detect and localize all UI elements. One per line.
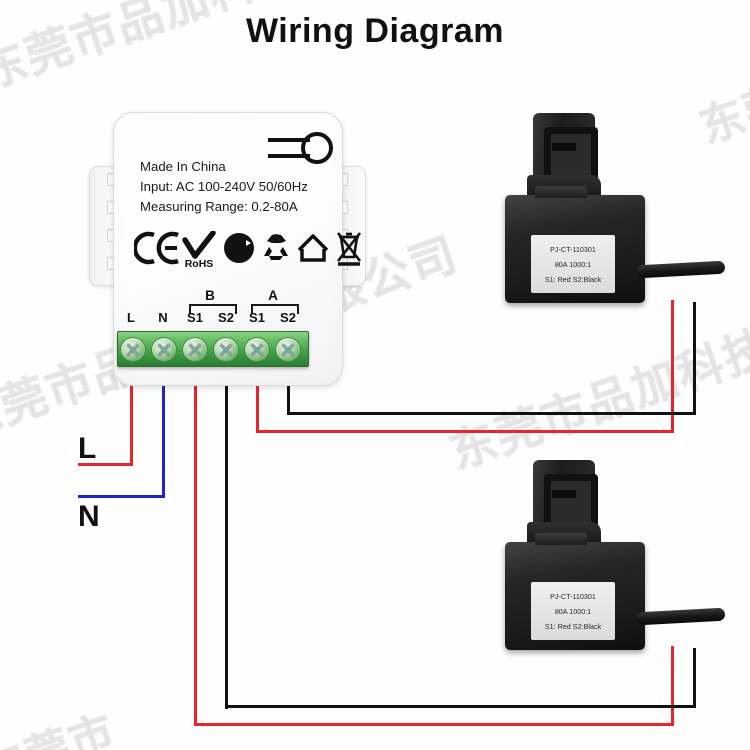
terminal-label-n: N	[158, 310, 168, 325]
wire-line-vertical	[130, 360, 133, 466]
wire-line-horizontal	[78, 463, 133, 466]
weee-crossed-bin-icon	[334, 231, 364, 272]
ct-rating: 80A 1000:1	[554, 606, 592, 616]
page-title: Wiring Diagram	[246, 12, 504, 50]
wire-s1-a-vertical	[256, 360, 259, 433]
wire-s2-b-horizontal	[225, 705, 696, 708]
terminal-group-label-a: A	[268, 288, 278, 303]
watermark-text: 东莞市	[693, 60, 750, 154]
ct-lead-cable-a	[636, 260, 726, 279]
terminal-screw-b-s1[interactable]	[182, 337, 208, 362]
terminal-group-bracket-b	[189, 304, 237, 314]
wire-neutral-vertical	[162, 360, 165, 498]
ct-model: PJ-CT-110301	[550, 591, 596, 601]
ct-body-a: PJ-CT-110301 80A 1000:1 S1: Red S2:Black	[505, 186, 645, 303]
terminal-screw-l[interactable]	[120, 337, 146, 362]
terminal-screw-b-s2[interactable]	[213, 337, 239, 362]
indoor-use-house-icon	[296, 231, 330, 268]
terminal-label-b-s2: S2	[218, 310, 234, 325]
terminal-screw-n[interactable]	[151, 337, 177, 362]
terminal-label-b-s1: S1	[187, 310, 203, 325]
ct-model: PJ-CT-110301	[550, 244, 596, 254]
ct-label-b: PJ-CT-110301 80A 1000:1 S1: Red S2:Black	[531, 582, 615, 640]
watermark-text: 东莞市	[0, 695, 123, 750]
certification-icon-row: RoHS	[132, 230, 362, 274]
supply-line-label: L	[78, 432, 97, 465]
rohs-icon: RoHS	[182, 230, 216, 274]
terminal-label-l: L	[127, 310, 135, 325]
antenna-icon	[266, 129, 338, 167]
spec-line-measuring-range: Measuring Range: 0.2-80A	[140, 199, 298, 214]
terminal-group-bracket-a	[251, 304, 299, 314]
wire-s1-b-riser	[671, 646, 674, 726]
terminal-screw-a-s1[interactable]	[244, 337, 270, 362]
wire-s1-b-vertical	[194, 360, 197, 726]
terminal-screw-a-s2[interactable]	[275, 337, 301, 362]
wire-s2-b-riser	[693, 648, 696, 708]
ct-leads: S1: Red S2:Black	[544, 621, 602, 631]
terminal-group-label-b: B	[205, 288, 215, 303]
spec-line-origin: Made In China	[140, 159, 226, 174]
supply-neutral-label: N	[78, 500, 100, 533]
ct-label-a: PJ-CT-110301 80A 1000:1 S1: Red S2:Black	[531, 235, 615, 293]
ct-rating: 80A 1000:1	[554, 259, 592, 269]
wire-s2-a-vertical	[287, 360, 290, 415]
green-dot-recycle-icon	[222, 231, 256, 270]
terminal-label-a-s2: S2	[280, 310, 296, 325]
ct-lead-cable-b	[636, 607, 726, 626]
ct-body-b: PJ-CT-110301 80A 1000:1 S1: Red S2:Black	[505, 533, 645, 650]
wire-s2-b-vertical	[225, 360, 228, 709]
svg-text:RoHS: RoHS	[185, 258, 214, 269]
ct-leads: S1: Red S2:Black	[544, 274, 602, 284]
recycling-triangle-icon	[260, 231, 292, 268]
wire-s1-a-riser	[671, 300, 674, 433]
terminal-block[interactable]	[117, 331, 309, 367]
wire-s1-b-horizontal	[194, 723, 674, 726]
wire-s2-a-horizontal	[287, 412, 696, 415]
ce-mark-icon	[132, 231, 180, 270]
spec-line-input: Input: AC 100-240V 50/60Hz	[140, 179, 308, 194]
terminal-label-a-s1: S1	[249, 310, 265, 325]
wire-s2-a-riser	[693, 302, 696, 415]
wire-s1-a-horizontal	[256, 430, 674, 433]
wire-neutral-horizontal	[78, 495, 165, 498]
